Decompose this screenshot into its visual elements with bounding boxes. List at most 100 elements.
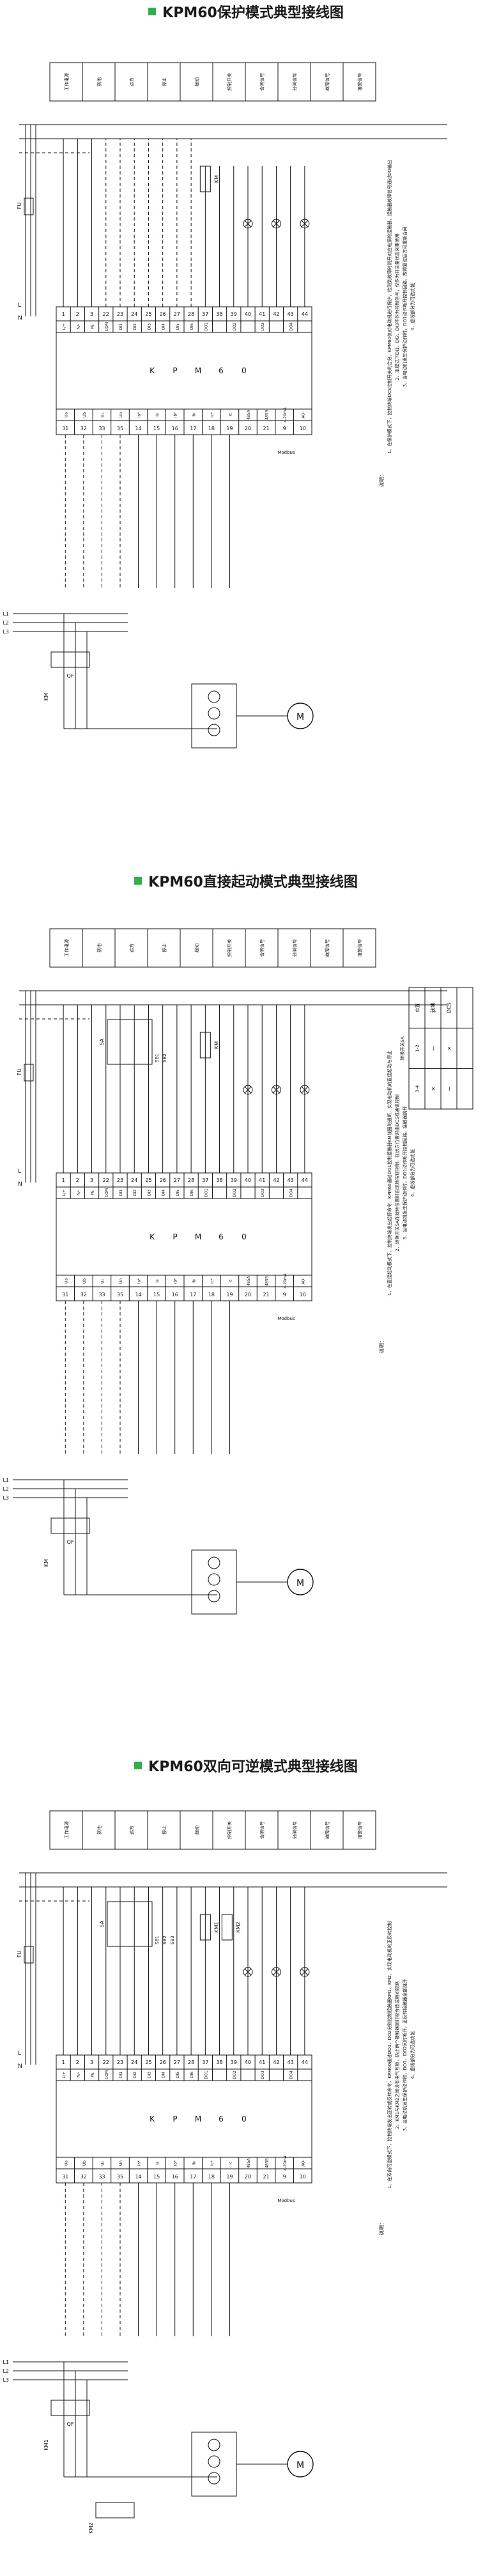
- lamp-cross: [244, 220, 252, 228]
- pin-number: 38: [216, 311, 222, 317]
- pin-number: 25: [145, 1177, 151, 1183]
- pin-number: 10: [300, 426, 306, 431]
- reverse-contactor: [95, 2502, 135, 2518]
- pin-label: Uc: [100, 2161, 105, 2166]
- pin-label: 485A: [247, 2157, 251, 2168]
- pin-label: 4-20mA: [283, 1273, 288, 1288]
- pin-label: DO3: [261, 1188, 265, 1197]
- coil-label: KM: [213, 175, 219, 183]
- pin-number: 22: [103, 1177, 109, 1183]
- table-cell: 控制开关: [227, 73, 233, 91]
- pin-number: 26: [160, 311, 166, 317]
- pin-label: COM: [105, 2070, 109, 2079]
- pin-label: Ib*: [174, 412, 178, 418]
- breaker-label: QF: [67, 2421, 74, 2427]
- table-cell: 分闸信号: [292, 939, 298, 957]
- pin-label: Ub: [82, 2161, 87, 2166]
- note-line: 3、当电动机发生保护动作时，DO1、DO2同时断开，正反转接触器全部跳开: [402, 1979, 408, 2131]
- pin-label: Ia*: [137, 1278, 142, 1284]
- switch-table-cell: DCS: [447, 1002, 452, 1013]
- pin-label: PE: [91, 1190, 95, 1195]
- pin-label: PE: [91, 2072, 95, 2077]
- pin-number: 40: [245, 311, 251, 317]
- pin-number: 16: [172, 426, 178, 431]
- pin-label: Un: [119, 1278, 123, 1284]
- pin-number: 43: [288, 1177, 294, 1183]
- bus-label-L: L: [18, 1168, 21, 1175]
- pin-number: 17: [190, 1292, 196, 1298]
- device-name-char: P: [173, 1232, 177, 1241]
- pin-label: DI5: [176, 2072, 180, 2078]
- bus-label-N: N: [18, 1181, 22, 1188]
- pin-number: 2: [76, 2060, 79, 2065]
- motor-label: M: [296, 2460, 304, 2471]
- indicator-lamp: [271, 219, 281, 229]
- pin-number: 17: [190, 426, 196, 431]
- pin-number: 42: [273, 1177, 279, 1183]
- contactor-coil: [199, 1914, 211, 1941]
- lamp-cross: [273, 220, 280, 228]
- pin-number: 2: [76, 311, 79, 317]
- pin-number: 20: [245, 1292, 251, 1298]
- device-name-char: P: [173, 2114, 177, 2123]
- pin-number: 28: [188, 1177, 194, 1183]
- table-cell: 远方: [129, 1826, 135, 1835]
- device-body: [56, 2080, 312, 2158]
- pin-number: 15: [153, 426, 160, 431]
- breaker-symbol: [50, 1517, 90, 1534]
- pin-number: 44: [302, 2060, 308, 2065]
- pin-number: 1: [62, 311, 65, 317]
- indicator-lamp: [243, 1967, 253, 1977]
- main-contactor-label: KM: [43, 693, 49, 701]
- lamp-cross: [301, 1968, 309, 1976]
- pin-label: Ic*: [210, 2161, 215, 2166]
- table-cell: 控制开关: [227, 1821, 233, 1839]
- table-cell: 报警信号: [357, 1821, 363, 1839]
- pin-number: 41: [259, 1177, 265, 1183]
- device-name-char: K: [150, 2114, 155, 2123]
- pin-number: 10: [300, 2174, 306, 2180]
- start-button-label: SB2: [162, 1053, 167, 1062]
- title-bullet: [134, 1762, 142, 1769]
- pin-label: DI3: [147, 2072, 151, 2078]
- switch-table-title: 转换开关SA: [399, 1036, 405, 1060]
- pin-number: 39: [231, 311, 237, 317]
- bus-label-L: L: [18, 2051, 21, 2057]
- pin-label: Uc: [100, 412, 105, 417]
- pin-label: DO4: [289, 322, 294, 330]
- device-name-char: K: [150, 1232, 155, 1241]
- table-cell: 分闸信号: [292, 73, 298, 91]
- phase-label: L2: [3, 2368, 9, 2374]
- pin-label: DI2: [133, 1190, 137, 1196]
- pin-label: DI1: [119, 323, 123, 330]
- pin-label: DI6: [190, 1190, 194, 1196]
- table-cell: 起动: [194, 77, 200, 86]
- pin-number: 41: [259, 2060, 265, 2065]
- pin-number: 39: [231, 2060, 237, 2065]
- device-name-char: P: [173, 366, 177, 375]
- pin-number: 15: [153, 2174, 160, 2180]
- table-cell: 起动: [194, 943, 200, 952]
- pin-number: 35: [117, 1292, 123, 1298]
- device-name-char: 6: [219, 1232, 224, 1241]
- notes-heading: 说明：: [378, 2220, 385, 2235]
- indicator-lamp: [300, 1085, 310, 1095]
- pin-number: 32: [81, 1292, 87, 1298]
- pin-number: 32: [81, 2174, 87, 2180]
- pin-number: 38: [216, 1177, 222, 1183]
- pin-number: 38: [216, 2060, 222, 2065]
- lamp-cross: [301, 1086, 309, 1094]
- pin-label: Ic: [228, 413, 233, 416]
- pin-number: 9: [283, 2174, 286, 2180]
- pin-label: COM: [105, 1188, 109, 1197]
- title-text: KPM60保护模式典型接线图: [162, 5, 344, 21]
- pin-number: 14: [135, 2174, 141, 2180]
- device-name-char: M: [195, 1232, 201, 1241]
- pin-number: 24: [131, 2060, 137, 2065]
- pin-number: 2: [76, 1177, 79, 1183]
- pin-number: 20: [245, 2174, 251, 2180]
- table-cell: 报警信号: [357, 939, 363, 957]
- pin-number: 26: [160, 1177, 166, 1183]
